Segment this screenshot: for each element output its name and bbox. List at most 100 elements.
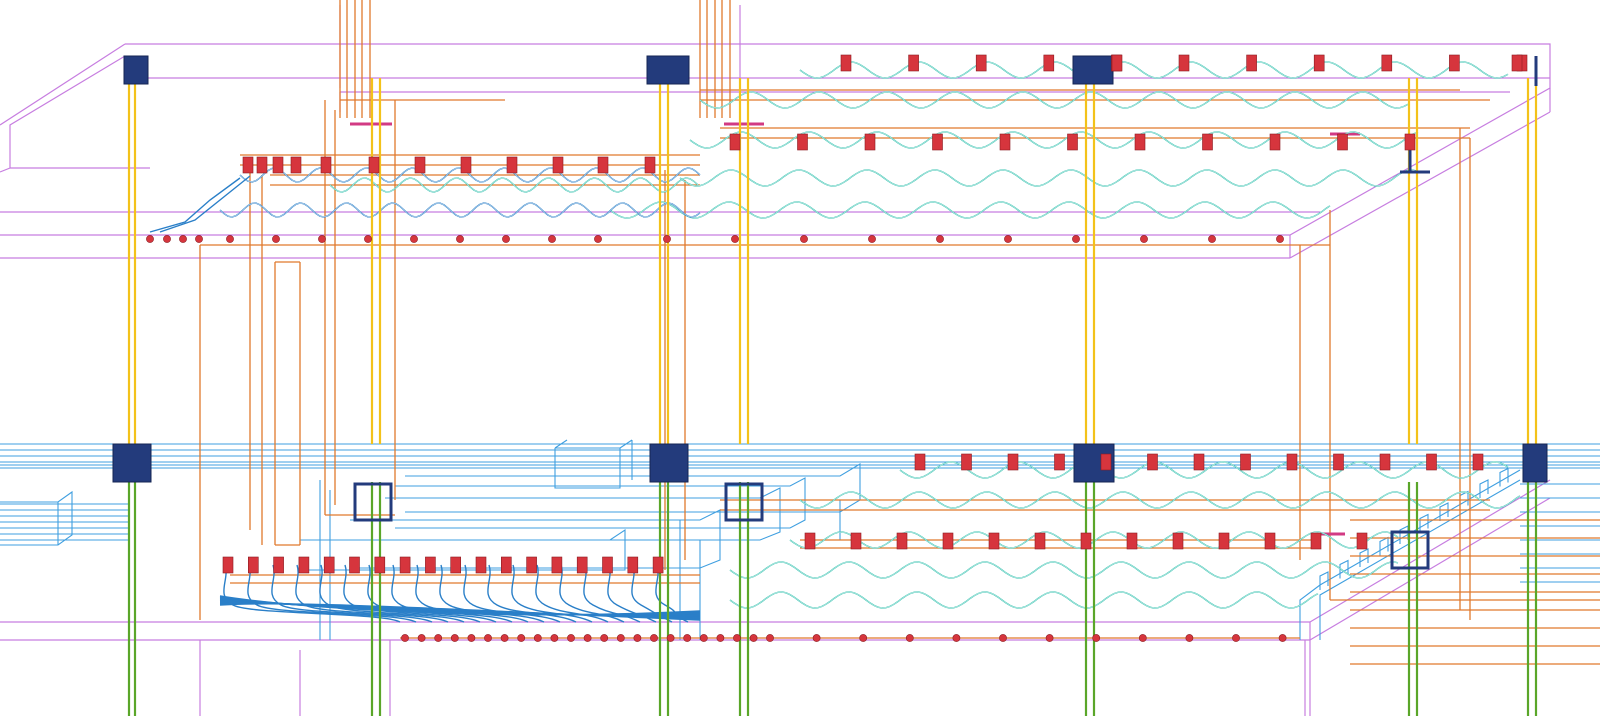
riser-box[interactable]: [1072, 55, 1114, 85]
sprinkler-head-icon[interactable]: [195, 235, 203, 243]
sprinkler-head-icon[interactable]: [533, 634, 542, 642]
diffuser-icon[interactable]: [1356, 532, 1368, 550]
diffuser-icon[interactable]: [999, 133, 1011, 151]
diffuser-icon[interactable]: [576, 556, 588, 574]
diffuser-icon[interactable]: [840, 54, 852, 72]
diffusers[interactable]: [222, 54, 1528, 574]
sprinkler-head-icon[interactable]: [318, 235, 326, 243]
sprinkler-head-icon[interactable]: [226, 235, 234, 243]
sprinkler-head-icon[interactable]: [800, 235, 808, 243]
diffuser-icon[interactable]: [500, 556, 512, 574]
sprinkler-head-icon[interactable]: [1140, 235, 1148, 243]
riser-frame[interactable]: [724, 482, 764, 522]
sprinkler-head-icon[interactable]: [500, 634, 509, 642]
sprinkler-head-icon[interactable]: [517, 634, 526, 642]
diffuser-icon[interactable]: [256, 156, 268, 174]
sprinkler-head-icon[interactable]: [364, 235, 372, 243]
sprinkler-head-icon[interactable]: [1138, 634, 1147, 642]
sprinkler-head-icon[interactable]: [163, 235, 171, 243]
diffuser-icon[interactable]: [850, 532, 862, 550]
diffuser-icon[interactable]: [914, 453, 926, 471]
sprinkler-head-icon[interactable]: [1072, 235, 1080, 243]
diffuser-icon[interactable]: [1449, 54, 1460, 72]
diffuser-icon[interactable]: [597, 156, 609, 174]
diffuser-icon[interactable]: [1404, 133, 1416, 151]
sprinkler-head-icon[interactable]: [952, 634, 961, 642]
diffuser-icon[interactable]: [323, 556, 335, 574]
sprinkler-head-icon[interactable]: [417, 634, 426, 642]
diffuser-icon[interactable]: [942, 532, 954, 550]
diffuser-icon[interactable]: [1178, 54, 1190, 72]
diffuser-icon[interactable]: [1381, 54, 1393, 72]
sprinkler-head-icon[interactable]: [1276, 235, 1284, 243]
diffuser-icon[interactable]: [602, 556, 613, 574]
diffuser-icon[interactable]: [896, 532, 908, 550]
sprinkler-head-icon[interactable]: [1045, 634, 1054, 642]
diffuser-icon[interactable]: [1218, 532, 1230, 550]
diffuser-icon[interactable]: [349, 556, 360, 574]
riser-box[interactable]: [649, 443, 689, 483]
sprinkler-head-icon[interactable]: [859, 634, 868, 642]
diffuser-icon[interactable]: [1511, 54, 1523, 72]
sprinkler-head-icon[interactable]: [467, 634, 476, 642]
sprinkler-head-icon[interactable]: [456, 235, 464, 243]
sprinkler-head-icon[interactable]: [812, 634, 821, 642]
diffuser-icon[interactable]: [1379, 453, 1391, 471]
diffuser-icon[interactable]: [1269, 133, 1281, 151]
diffuser-icon[interactable]: [1043, 54, 1055, 72]
diffuser-icon[interactable]: [425, 556, 436, 574]
diffuser-icon[interactable]: [222, 556, 234, 574]
diffuser-icon[interactable]: [414, 156, 426, 174]
diffuser-icon[interactable]: [320, 156, 332, 174]
diffuser-icon[interactable]: [1193, 453, 1205, 471]
diffuser-icon[interactable]: [290, 156, 302, 174]
diffuser-icon[interactable]: [908, 54, 919, 72]
diffuser-icon[interactable]: [1246, 54, 1257, 72]
diffuser-icon[interactable]: [273, 556, 284, 574]
sprinkler-head-icon[interactable]: [650, 634, 658, 642]
sprinkler-head-icon[interactable]: [1092, 634, 1101, 642]
sprinkler-head-icon[interactable]: [716, 634, 725, 642]
sprinkler-head-icon[interactable]: [548, 235, 556, 243]
riser-frame[interactable]: [353, 482, 393, 522]
diffuser-icon[interactable]: [1313, 54, 1325, 72]
diffuser-icon[interactable]: [460, 156, 472, 174]
diffuser-icon[interactable]: [644, 156, 656, 174]
diffuser-icon[interactable]: [1054, 453, 1065, 471]
riser-frame[interactable]: [1390, 530, 1430, 570]
diffuser-icon[interactable]: [506, 156, 518, 174]
sprinkler-head-icon[interactable]: [1278, 634, 1287, 642]
sprinkler-head-icon[interactable]: [936, 235, 944, 243]
diffuser-icon[interactable]: [961, 453, 972, 471]
diffuser-icon[interactable]: [1067, 133, 1078, 151]
sprinkler-head-icon[interactable]: [633, 634, 642, 642]
riser-box[interactable]: [123, 55, 149, 85]
diffuser-icon[interactable]: [1286, 453, 1298, 471]
sprinkler-head-icon[interactable]: [146, 235, 154, 243]
sprinkler-head-icon[interactable]: [1232, 634, 1240, 642]
sprinkler-heads[interactable]: [146, 235, 1287, 642]
diffuser-icon[interactable]: [242, 156, 254, 174]
diffuser-icon[interactable]: [1310, 532, 1322, 550]
diffuser-icon[interactable]: [1080, 532, 1092, 550]
diffuser-icon[interactable]: [272, 156, 284, 174]
sprinkler-head-icon[interactable]: [1185, 634, 1194, 642]
riser-box[interactable]: [1522, 443, 1548, 483]
diffuser-icon[interactable]: [374, 556, 386, 574]
sprinkler-head-icon[interactable]: [666, 634, 675, 642]
sprinkler-head-icon[interactable]: [905, 634, 914, 642]
diffuser-icon[interactable]: [526, 556, 537, 574]
sprinkler-head-icon[interactable]: [567, 634, 575, 642]
sprinkler-head-icon[interactable]: [733, 634, 741, 642]
diffuser-icon[interactable]: [729, 133, 741, 151]
diffuser-icon[interactable]: [1172, 532, 1184, 550]
sprinkler-head-icon[interactable]: [749, 634, 758, 642]
diffuser-icon[interactable]: [399, 556, 411, 574]
diffuser-icon[interactable]: [797, 133, 808, 151]
diffuser-icon[interactable]: [552, 156, 564, 174]
diffuser-icon[interactable]: [1333, 453, 1344, 471]
diffuser-icon[interactable]: [1147, 453, 1158, 471]
diffuser-icon[interactable]: [988, 532, 1000, 550]
sprinkler-head-icon[interactable]: [600, 634, 609, 642]
